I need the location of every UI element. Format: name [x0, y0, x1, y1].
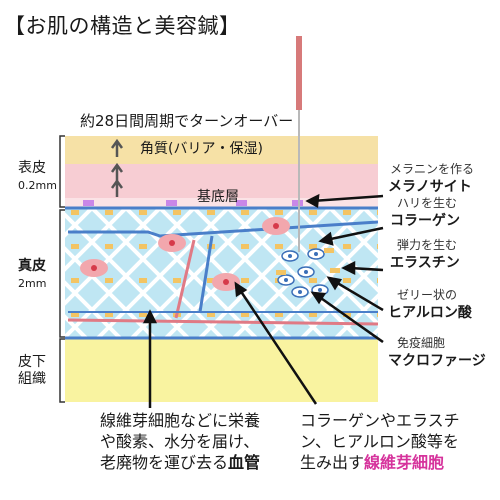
epidermis-thickness: 0.2mm [18, 179, 57, 192]
turnover-label: 約28日間周期でターンオーバー [80, 112, 294, 130]
stratum-corneum-label: 角質(バリア・保湿) [140, 141, 263, 157]
melanocyte-icon [236, 200, 247, 206]
fibroblast-term: 線維芽細胞 [364, 453, 445, 472]
epidermis-side-label: 表皮 0.2mm [18, 160, 57, 194]
dermis-label: 真皮 [18, 258, 46, 274]
dermis-side-label: 真皮 2mm [18, 258, 46, 292]
blood-vessel-term: 血管 [228, 453, 261, 472]
elastin-title: エラスチン [390, 255, 460, 271]
elastin-fiber-icon [276, 248, 340, 275]
blood-vessel-desc-line2: や酸素、水分を届け、 [100, 432, 260, 451]
fibroblast-desc-line3: 生み出す線維芽細胞 [300, 452, 460, 473]
epidermis-bracket [59, 135, 65, 208]
blood-vessel-red [174, 239, 196, 319]
fibroblast-cell-icon [158, 234, 186, 252]
melanocyte-title: メラノサイト [388, 179, 472, 195]
hyaluronic-caption: ゼリー状の [397, 288, 458, 302]
blood-vessel-desc-line1: 線維芽細胞などに栄養 [100, 411, 261, 430]
fibroblast-cell-icon [80, 259, 108, 277]
blood-vessel-red [67, 318, 379, 326]
hyaluronic-title: ヒアルロン酸 [388, 305, 472, 321]
dermis-thickness: 2mm [18, 277, 47, 290]
subcutis-label-line2: 組織 [18, 371, 46, 387]
up-arrow-icon [110, 138, 124, 157]
fibroblast-cell-icon [212, 273, 240, 291]
subcutis-side-label: 皮下 組織 [18, 354, 46, 388]
fibroblast-desc-line1: コラーゲンやエラスチ [300, 411, 460, 430]
dermis-layer [65, 208, 378, 338]
fibroblast-description: コラーゲンやエラスチ ン、ヒアルロン酸等を 生み出す線維芽細胞 [300, 410, 460, 473]
subcutis-layer [65, 338, 378, 402]
melanocyte-caption: メラニンを作る [390, 162, 475, 176]
fibroblast-desc-line2: ン、ヒアルロン酸等を [300, 432, 459, 451]
collagen-title: コラーゲン [390, 213, 460, 229]
subcutis-bracket [59, 338, 65, 403]
blood-vessel-desc-line3: 老廃物を運び去る血管 [100, 452, 260, 473]
blood-vessel-desc-prefix: 老廃物を運び去る [100, 453, 229, 472]
collagen-caption: ハリを生む [397, 196, 458, 210]
epidermis-label: 表皮 [18, 160, 46, 176]
elastin-caption: 弾力を生む [397, 238, 458, 252]
melanocyte-icon [83, 200, 94, 206]
macrophage-caption: 免疫細胞 [397, 336, 446, 350]
macrophage-title: マクロファージ [388, 353, 486, 369]
dermis-bracket [59, 209, 65, 338]
fibroblast-cell-icon [262, 217, 290, 235]
melanocyte-icon [166, 200, 177, 206]
up-arrow-icon [110, 162, 124, 181]
up-arrow-icon [110, 178, 124, 197]
subcutis-label-line1: 皮下 [18, 354, 46, 370]
basal-layer-label: 基底層 [197, 189, 239, 205]
page-title: 【お肌の構造と美容鍼】 [4, 14, 241, 38]
fibroblast-desc-prefix: 生み出す [300, 453, 365, 472]
acupuncture-needle-icon [296, 36, 302, 110]
blood-vessel-blue [198, 235, 214, 313]
basal-layer-band [65, 198, 378, 208]
melanocyte-icon [292, 200, 303, 206]
blood-vessel-description: 線維芽細胞などに栄養 や酸素、水分を届け、 老廃物を運び去る血管 [100, 410, 260, 473]
